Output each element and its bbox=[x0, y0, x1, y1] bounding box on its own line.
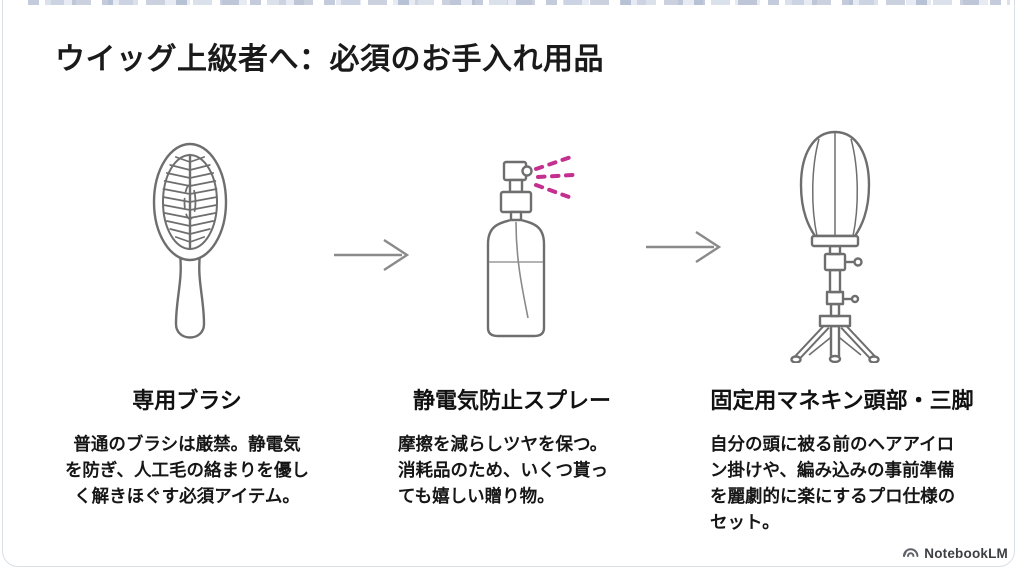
item-heading: 静電気防止スプレー bbox=[412, 388, 611, 413]
notebooklm-logo-icon bbox=[902, 544, 919, 563]
item-description: 普通のブラシは厳禁。静電気 を防ぎ、人工毛の絡まりを優し く解きほぐす必須アイテ… bbox=[64, 434, 310, 506]
spray-bottle-icon bbox=[468, 152, 578, 344]
item-spray: 静電気防止スプレー 摩擦を減らしツヤを保つ。 消耗品のため、いくつ貰っ ても嬉し… bbox=[362, 383, 662, 509]
slide-title: ウイッグ上級者へ：必須のお手入れ用品 bbox=[55, 43, 604, 76]
item-heading: 固定用マネキン頭部・三脚 bbox=[710, 388, 974, 413]
footer-branding: NotebookLM bbox=[902, 544, 1008, 563]
item-mannequin: 固定用マネキン頭部・三脚 自分の頭に被る前のヘアアイロ ン掛けや、編み込みの事前… bbox=[692, 383, 992, 535]
mannequin-head-tripod-icon bbox=[775, 128, 895, 363]
right-arrow-icon bbox=[334, 237, 414, 278]
item-description: 自分の頭に被る前のヘアアイロ ン掛けや、編み込みの事前準備 を麗劇的に楽にするプ… bbox=[710, 434, 956, 532]
item-brush: 専用ブラシ 普通のブラシは厳禁。静電気 を防ぎ、人工毛の絡まりを優し く解きほぐ… bbox=[37, 383, 337, 509]
right-arrow-icon bbox=[646, 229, 726, 270]
hairbrush-icon bbox=[150, 140, 230, 352]
cropped-text-strip bbox=[28, 0, 1010, 5]
item-description: 摩擦を減らしツヤを保つ。 消耗品のため、いくつ貰っ ても嬉しい贈り物。 bbox=[398, 434, 608, 506]
item-heading: 専用ブラシ bbox=[132, 388, 242, 413]
brand-label: NotebookLM bbox=[924, 546, 1008, 561]
